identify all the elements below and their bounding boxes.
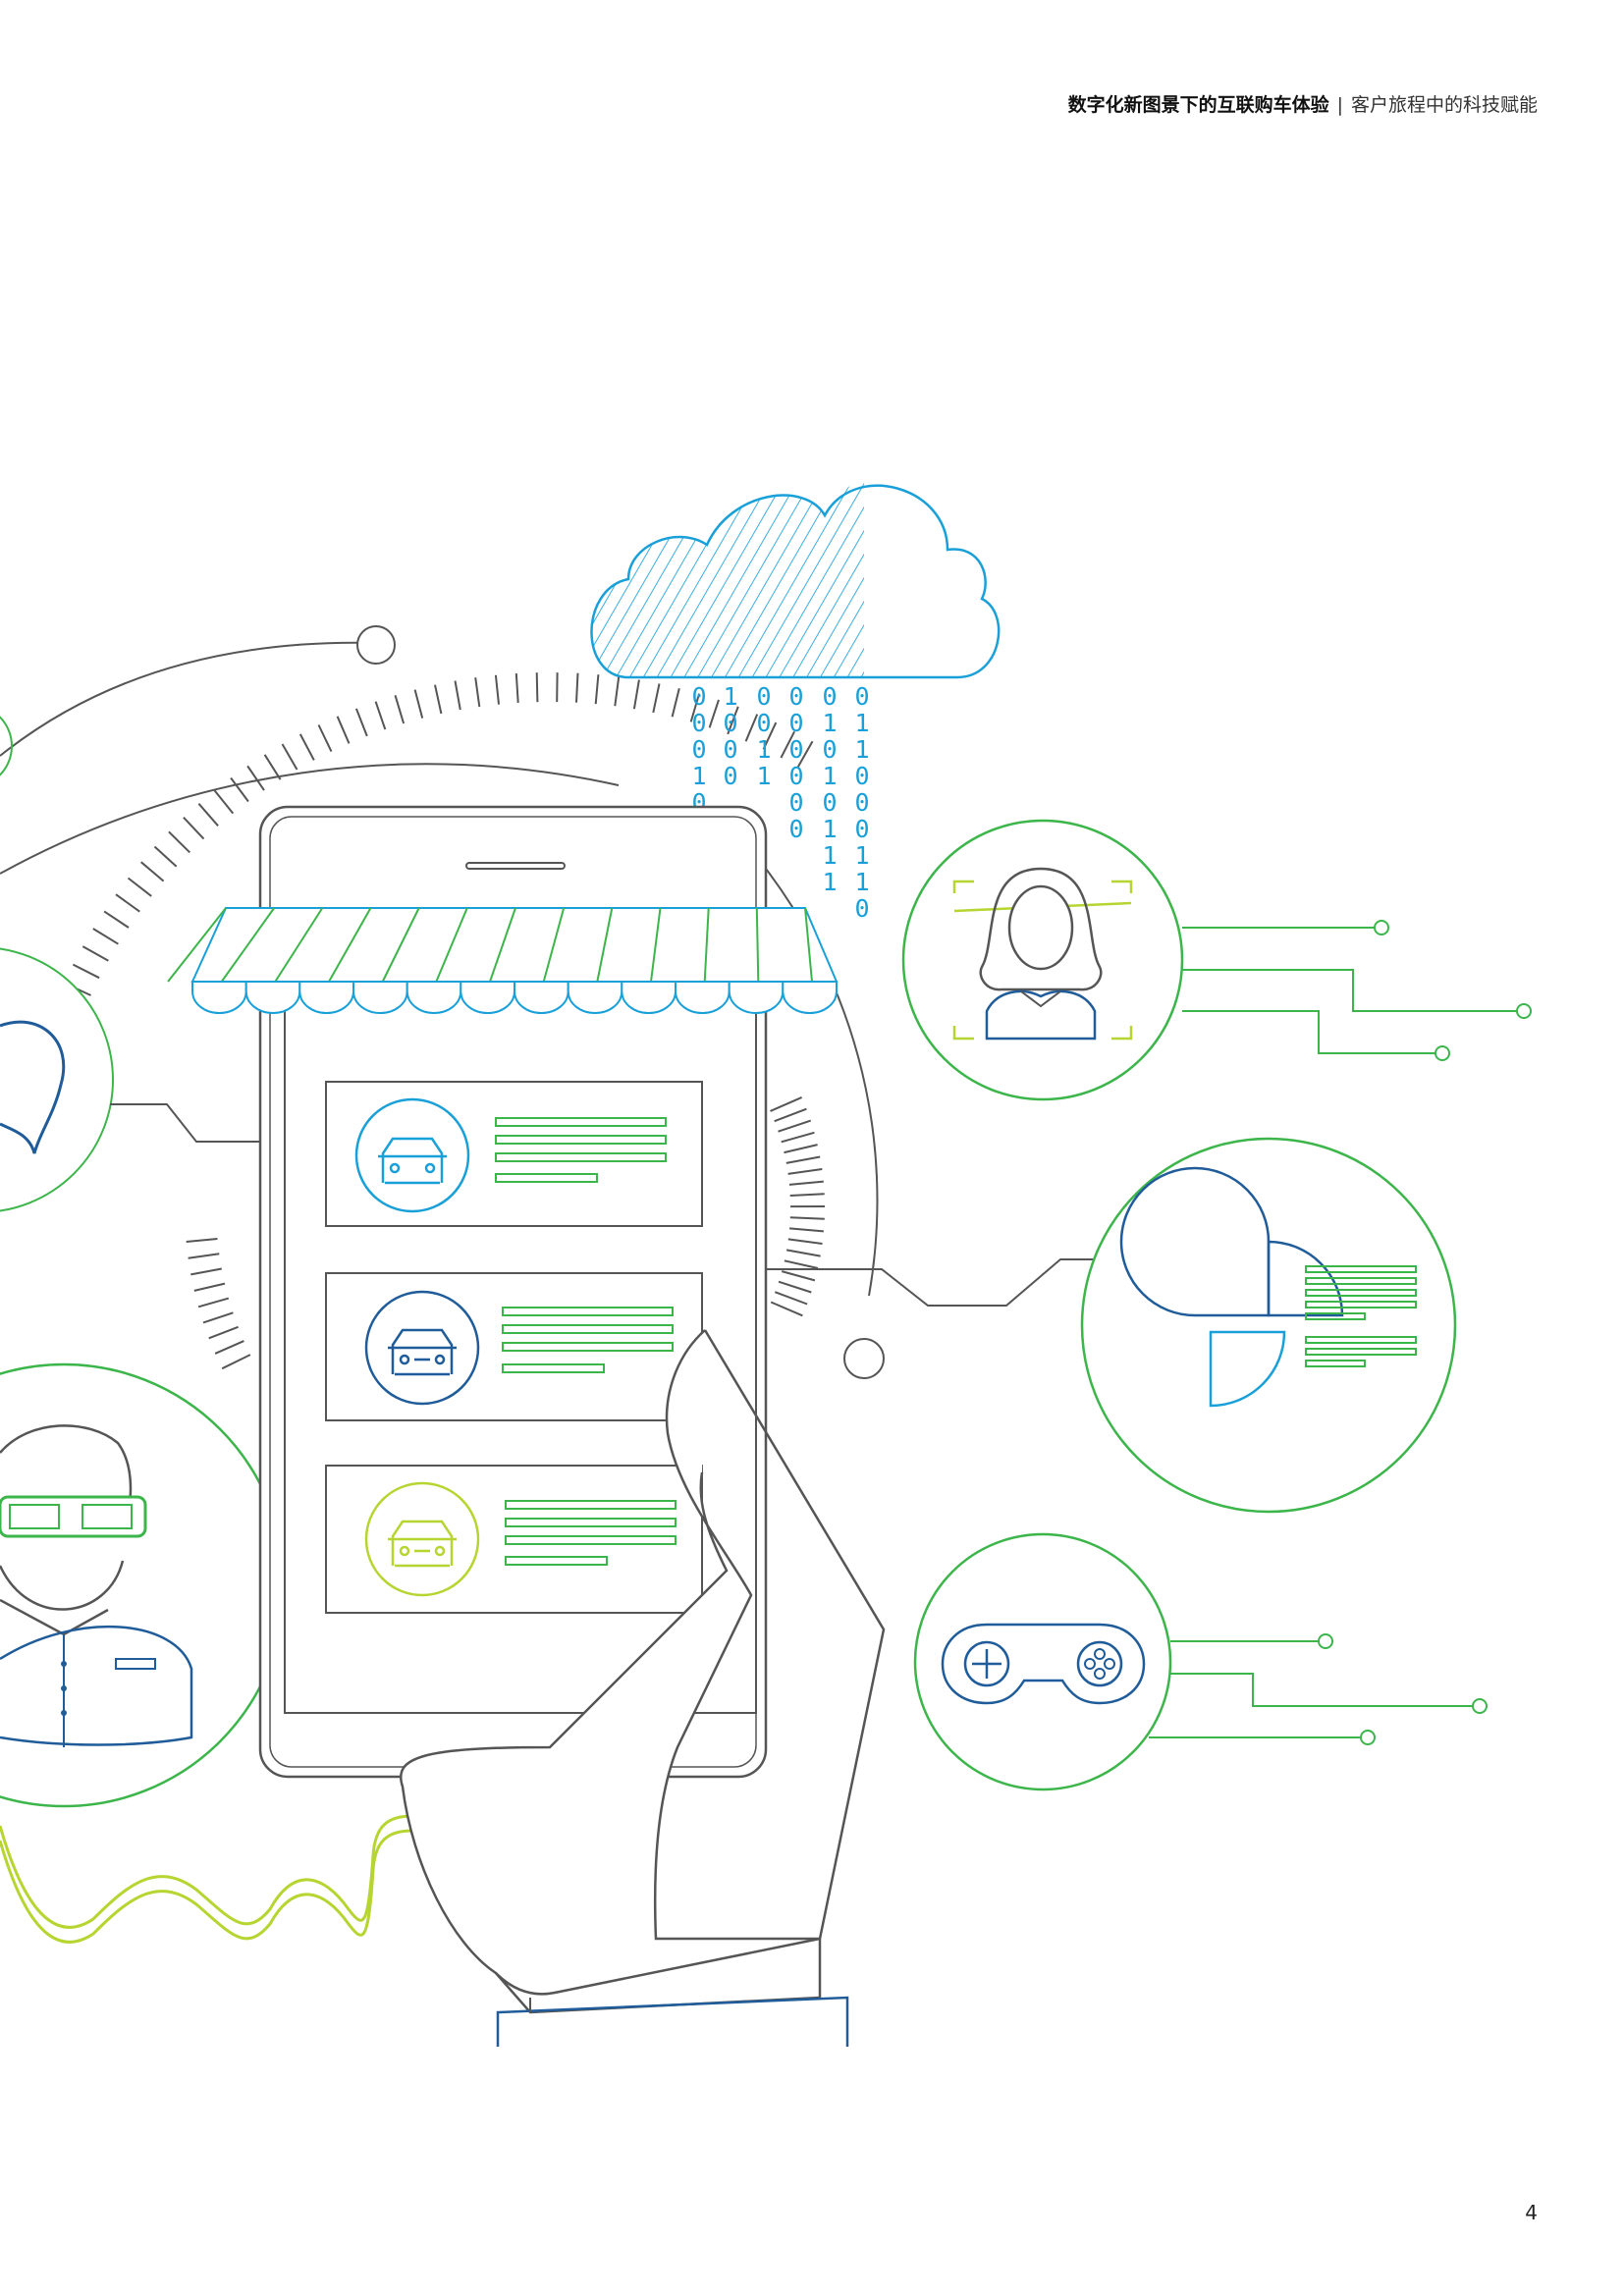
binary-digit: 0 [723, 735, 737, 764]
binary-digit: 0 [822, 735, 837, 764]
running-header: 数字化新图景下的互联购车体验 | 客户旅程中的科技赋能 [1068, 90, 1538, 117]
store-awning [167, 907, 839, 1015]
lime-wave [0, 1814, 413, 1929]
binary-digit: 0 [691, 735, 706, 764]
header-subtitle: 客户旅程中的科技赋能 [1350, 94, 1538, 116]
binary-digit: 1 [854, 709, 869, 737]
page-number: 4 [1525, 2201, 1538, 2224]
binary-digit: 0 [854, 815, 869, 843]
face-recognition-circle [901, 819, 1532, 1101]
binary-digit: 0 [822, 788, 837, 817]
binary-digit: 0 [854, 762, 869, 790]
connector-line [766, 1258, 1095, 1307]
binary-digit: 0 [723, 762, 737, 790]
hand-holding-phone [400, 1329, 886, 2047]
gamepad-icon [941, 1623, 1146, 1705]
pie-chart-icon [1119, 1166, 1271, 1317]
binary-digit: 1 [756, 762, 771, 790]
binary-digit: 0 [854, 894, 869, 923]
header-title: 数字化新图景下的互联购车体验 [1067, 94, 1329, 116]
binary-digit: 1 [691, 762, 706, 790]
binary-digit: 0 [788, 709, 803, 737]
binary-digit: 0 [788, 682, 803, 711]
binary-digit: 1 [822, 709, 837, 737]
binary-digit: 1 [822, 762, 837, 790]
binary-digit: 0 [788, 815, 803, 843]
binary-digit: 0 [723, 709, 737, 737]
binary-digit: 0 [854, 788, 869, 817]
binary-digit: 1 [723, 682, 737, 711]
binary-digit: 1 [822, 868, 837, 896]
binary-digit: 0 [788, 788, 803, 817]
binary-digit: 1 [854, 841, 869, 870]
binary-digit: 0 [691, 709, 706, 737]
orbit-ring [0, 625, 885, 1379]
text-lines-icon [1305, 1265, 1417, 1367]
binary-digit: 1 [822, 815, 837, 843]
binary-digit: 1 [854, 735, 869, 764]
binary-digit: 0 [756, 709, 771, 737]
header-separator: | [1336, 94, 1343, 116]
car-listing-cards [325, 1081, 703, 1614]
binary-digit: 0 [788, 762, 803, 790]
binary-digit: 1 [854, 868, 869, 896]
car-icon [388, 1520, 457, 1568]
gaming-circle [913, 1532, 1488, 1791]
vr-user-circle [0, 1362, 287, 1808]
binary-digit: 0 [822, 682, 837, 711]
binary-digit: 0 [756, 682, 771, 711]
binary-digit: 1 [822, 841, 837, 870]
car-icon [388, 1328, 457, 1376]
cloud-icon [590, 479, 1001, 679]
binary-digit: 1 [756, 735, 771, 764]
left-edge-circles [0, 716, 265, 1212]
binary-digit: 0 [854, 682, 869, 711]
binary-digit: 0 [691, 682, 706, 711]
car-icon [378, 1137, 447, 1185]
analytics-chart-circle [1080, 1137, 1457, 1514]
binary-digit: 0 [788, 735, 803, 764]
